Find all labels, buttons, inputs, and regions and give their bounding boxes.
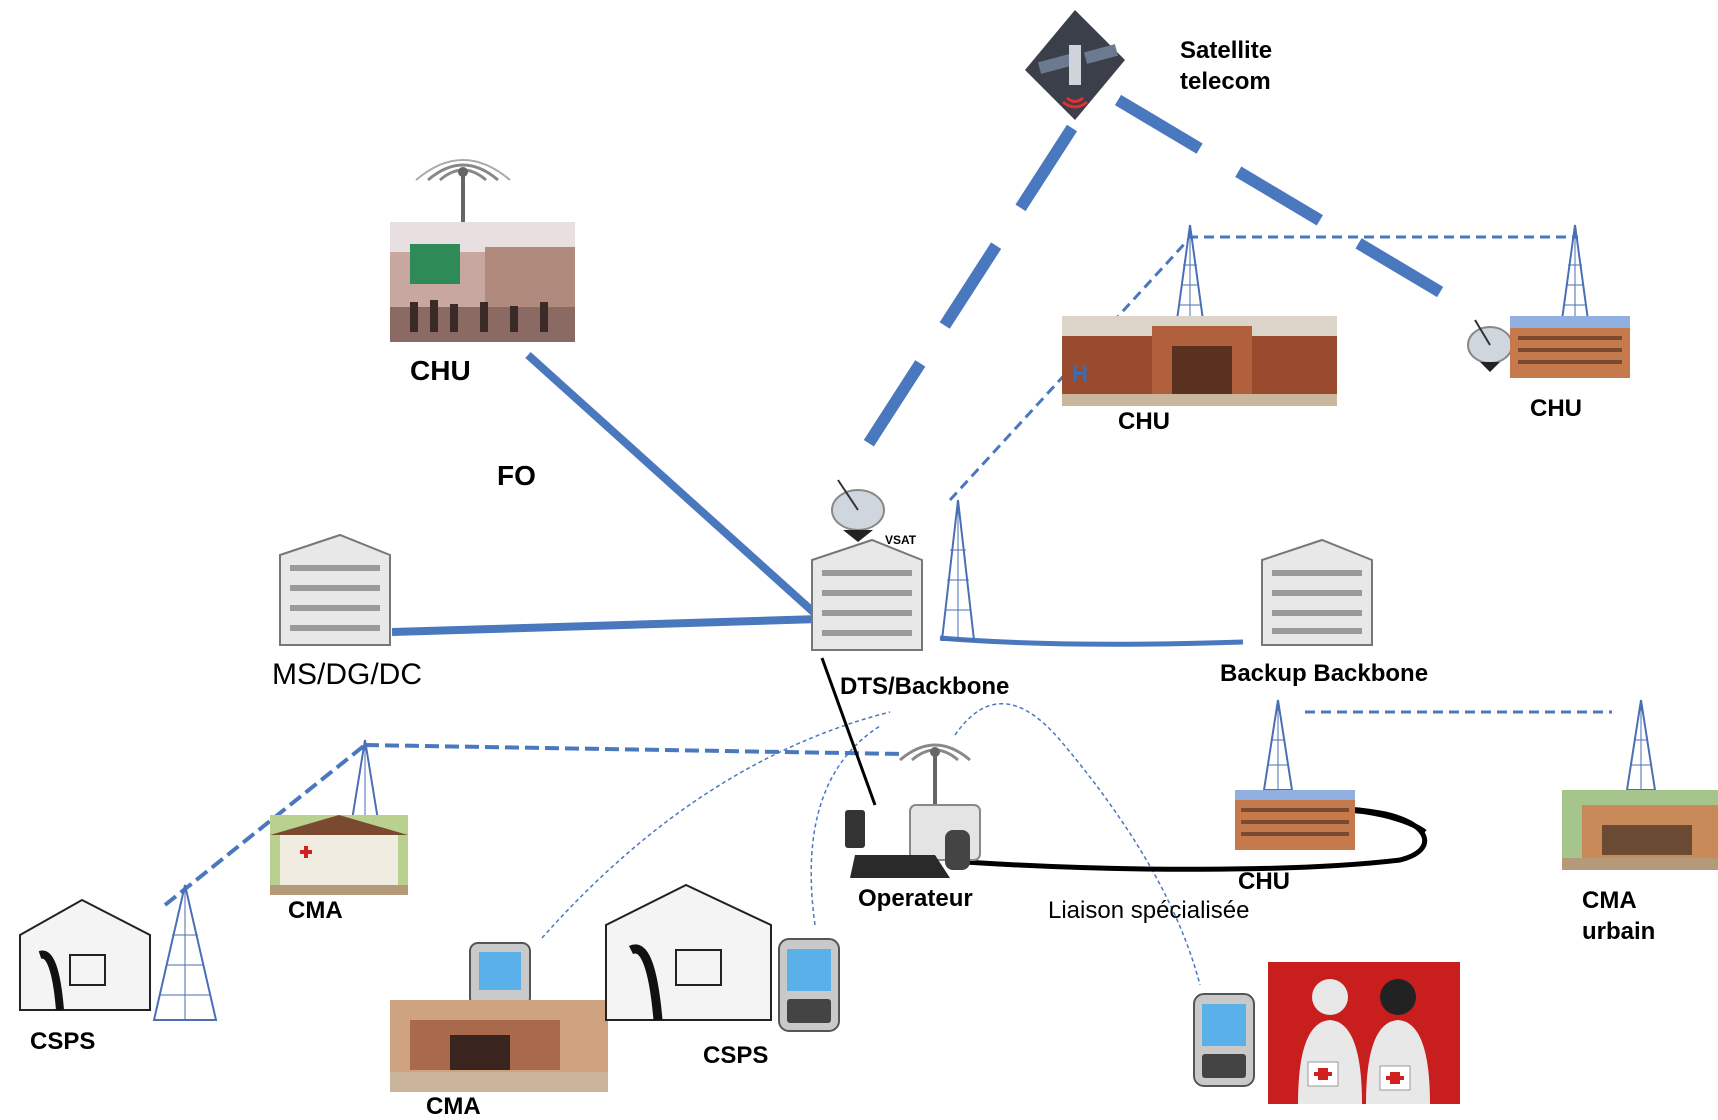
link-satellite-chu-right	[1114, 94, 1466, 311]
radio-tower-icon	[350, 739, 380, 821]
chu-lower-label: CHU	[1238, 868, 1290, 895]
pda-phone-icon	[465, 938, 535, 1007]
chu-mid-label: CHU	[1118, 408, 1170, 435]
radio-antenna-icon	[880, 730, 990, 805]
radio-tower-icon	[1625, 699, 1657, 791]
satellite-icon	[1025, 10, 1125, 120]
chu-mid-photo: H	[1062, 316, 1337, 406]
radio-tower-icon	[150, 884, 220, 1021]
cma-urbain-label: CMA urbain	[1582, 887, 1656, 945]
office-building-icon	[811, 538, 923, 651]
cma-bottom-photo	[390, 1000, 608, 1092]
link-dts-backup	[939, 635, 1244, 647]
backup-label: Backup Backbone	[1220, 660, 1429, 687]
link-radio-csps-cma	[163, 743, 367, 907]
fo-label: FO	[497, 460, 536, 491]
chu-right-photo	[1510, 316, 1630, 378]
link-satellite-dts	[852, 124, 1078, 464]
link-dts-operateur	[820, 657, 877, 806]
svg-text:H: H	[1072, 361, 1088, 386]
pda-phone-icon	[775, 935, 843, 1035]
office-building-icon	[1261, 538, 1373, 646]
office-building-icon	[279, 533, 391, 646]
link-mobile-csps	[810, 725, 881, 926]
chu-right-label: CHU	[1530, 395, 1582, 422]
link-fo-ms-dts	[391, 615, 821, 636]
dts-label: DTS/Backbone	[840, 673, 1010, 700]
radio-antenna-icon	[408, 150, 518, 225]
operateur-label: Operateur	[858, 885, 973, 912]
radio-tower-icon	[1262, 699, 1294, 791]
ms-label: MS/DG/DC	[272, 658, 422, 691]
cma-left-photo	[270, 815, 408, 895]
chu-lower-photo	[1235, 790, 1355, 850]
radio-tower-icon	[1175, 224, 1205, 321]
chu-building-photo	[390, 222, 575, 342]
vsat-dish-icon	[1460, 300, 1515, 375]
csps-sketch-icon	[10, 895, 155, 1015]
satellite-label: Satellite telecom	[1180, 37, 1273, 95]
csps-left-label: CSPS	[30, 1028, 96, 1055]
pda-phone-icon	[1190, 990, 1260, 1090]
link-fo-chu-dts	[525, 352, 823, 621]
cma-bottom-label: CMA	[426, 1093, 481, 1120]
chu-top-left-label: CHU	[410, 355, 471, 386]
radio-tower-icon	[940, 499, 976, 641]
cma-left-label: CMA	[288, 897, 343, 924]
vsat-label: VSAT	[885, 533, 917, 547]
cma-urbain-photo	[1562, 790, 1718, 870]
health-worker-icon	[1268, 962, 1460, 1104]
liaison-label: Liaison spécialisée	[1048, 897, 1250, 924]
csps-sketch-icon	[596, 880, 776, 1028]
vsat-dish-icon	[818, 470, 898, 545]
desk-phone-icon	[840, 800, 990, 880]
radio-tower-icon	[1560, 224, 1590, 321]
link-mobile-health	[954, 703, 1201, 986]
link-radio-cma-csps	[364, 743, 904, 756]
csps-mid-label: CSPS	[703, 1042, 769, 1069]
link-liaison-specialisee	[964, 806, 1428, 872]
